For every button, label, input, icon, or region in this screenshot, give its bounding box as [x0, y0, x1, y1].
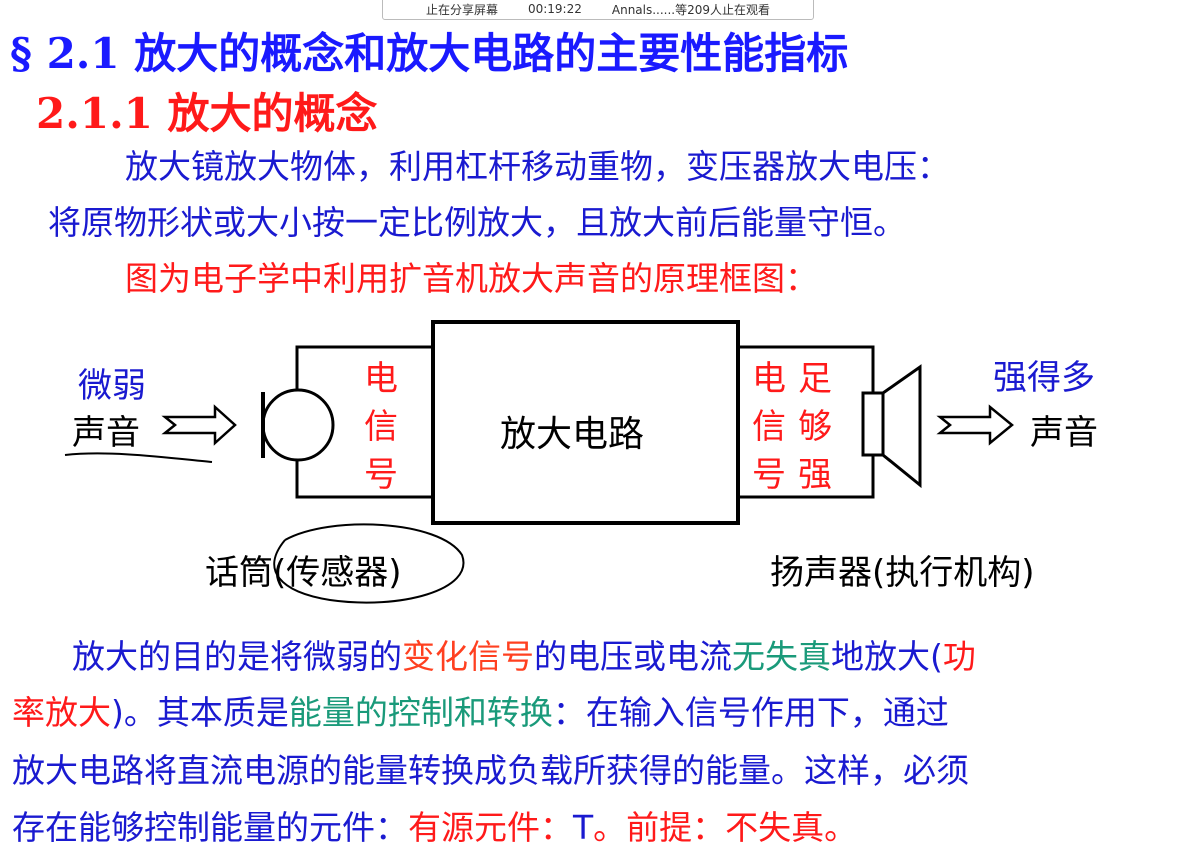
screen-share-bar: 止在分享屏幕 00:19:22 Annals......等209人止在观看 [382, 0, 814, 20]
microphone-label: 话筒(传感器) [205, 553, 402, 593]
subsection-title: 2.1.1 放大的概念 [36, 89, 378, 138]
text-segment: 放大的目的是将微弱的 [72, 637, 402, 676]
text-segment: 地放大( [831, 637, 943, 676]
share-status: 止在分享屏幕 [425, 2, 498, 17]
text-segment: 有源元件： [408, 808, 573, 847]
text-segment: 放大镜放大物体，利用杠杆移动重物，变压器放大电压： [125, 147, 950, 186]
text-segment: ：在输入信号作用下，通过 [552, 693, 949, 732]
text-segment: T [573, 808, 594, 847]
text-line: 将原物形状或大小按一定比例放大，且放大前后能量守恒。 [48, 196, 906, 244]
text-segment: 无失真 [732, 637, 831, 676]
text-segment: 。前提：不失真。 [593, 808, 858, 847]
text-segment: )。其本质是 [111, 693, 289, 732]
speaker-icon [861, 391, 885, 457]
text-segment: 变化信号 [402, 637, 534, 676]
text-segment: 放大电路将直流电源的能量转换成负载所获得的能量。这样，必须 [12, 751, 969, 790]
text-segment: 率放大 [12, 693, 111, 732]
text-segment: 存在能够控制能量的元件： [12, 808, 408, 847]
text-line: 图为电子学中利用扩音机放大声音的原理框图： [125, 252, 818, 300]
right-signal-label-a: 电信号 [752, 359, 786, 495]
speaker-label: 扬声器(执行机构) [770, 553, 1035, 593]
output-label-top: 强得多 [993, 358, 1095, 398]
text-line: 放大电路将直流电源的能量转换成负载所获得的能量。这样，必须 [12, 744, 969, 792]
section-title: § 2.1 放大的概念和放大电路的主要性能指标 [10, 29, 849, 78]
text-segment: 将原物形状或大小按一定比例放大，且放大前后能量守恒。 [48, 203, 906, 242]
text-segment: 图为电子学中利用扩音机放大声音的原理框图： [125, 259, 818, 298]
viewer-count: Annals......等209人止在观看 [611, 2, 771, 17]
text-line: 存在能够控制能量的元件：有源元件：T。前提：不失真。 [12, 801, 857, 849]
hand-underline [64, 452, 213, 463]
hand-circle [273, 523, 465, 604]
amplifier-box [431, 320, 740, 525]
text-segment: 能量的控制和转换 [288, 693, 553, 732]
microphone-icon [261, 388, 335, 462]
output-label-bottom: 声音 [1030, 413, 1098, 453]
right-signal-label-b: 足够强 [798, 359, 832, 495]
share-timer: 00:19:22 [527, 2, 582, 16]
text-line: 率放大)。其本质是能量的控制和转换：在输入信号作用下，通过 [12, 686, 949, 734]
left-signal-label: 电信号 [364, 359, 398, 495]
amplifier-label: 放大电路 [500, 414, 645, 455]
input-label-top: 微弱 [78, 366, 146, 406]
text-segment: 功 [942, 637, 976, 676]
input-arrow-icon [161, 404, 237, 446]
text-segment: 的电压或电流 [534, 637, 732, 676]
input-label-bottom: 声音 [72, 413, 140, 453]
output-arrow-icon [936, 404, 1014, 446]
text-line: 放大镜放大物体，利用杠杆移动重物，变压器放大电压： [125, 140, 950, 188]
text-line: 放大的目的是将微弱的变化信号的电压或电流无失真地放大(功 [72, 630, 976, 678]
